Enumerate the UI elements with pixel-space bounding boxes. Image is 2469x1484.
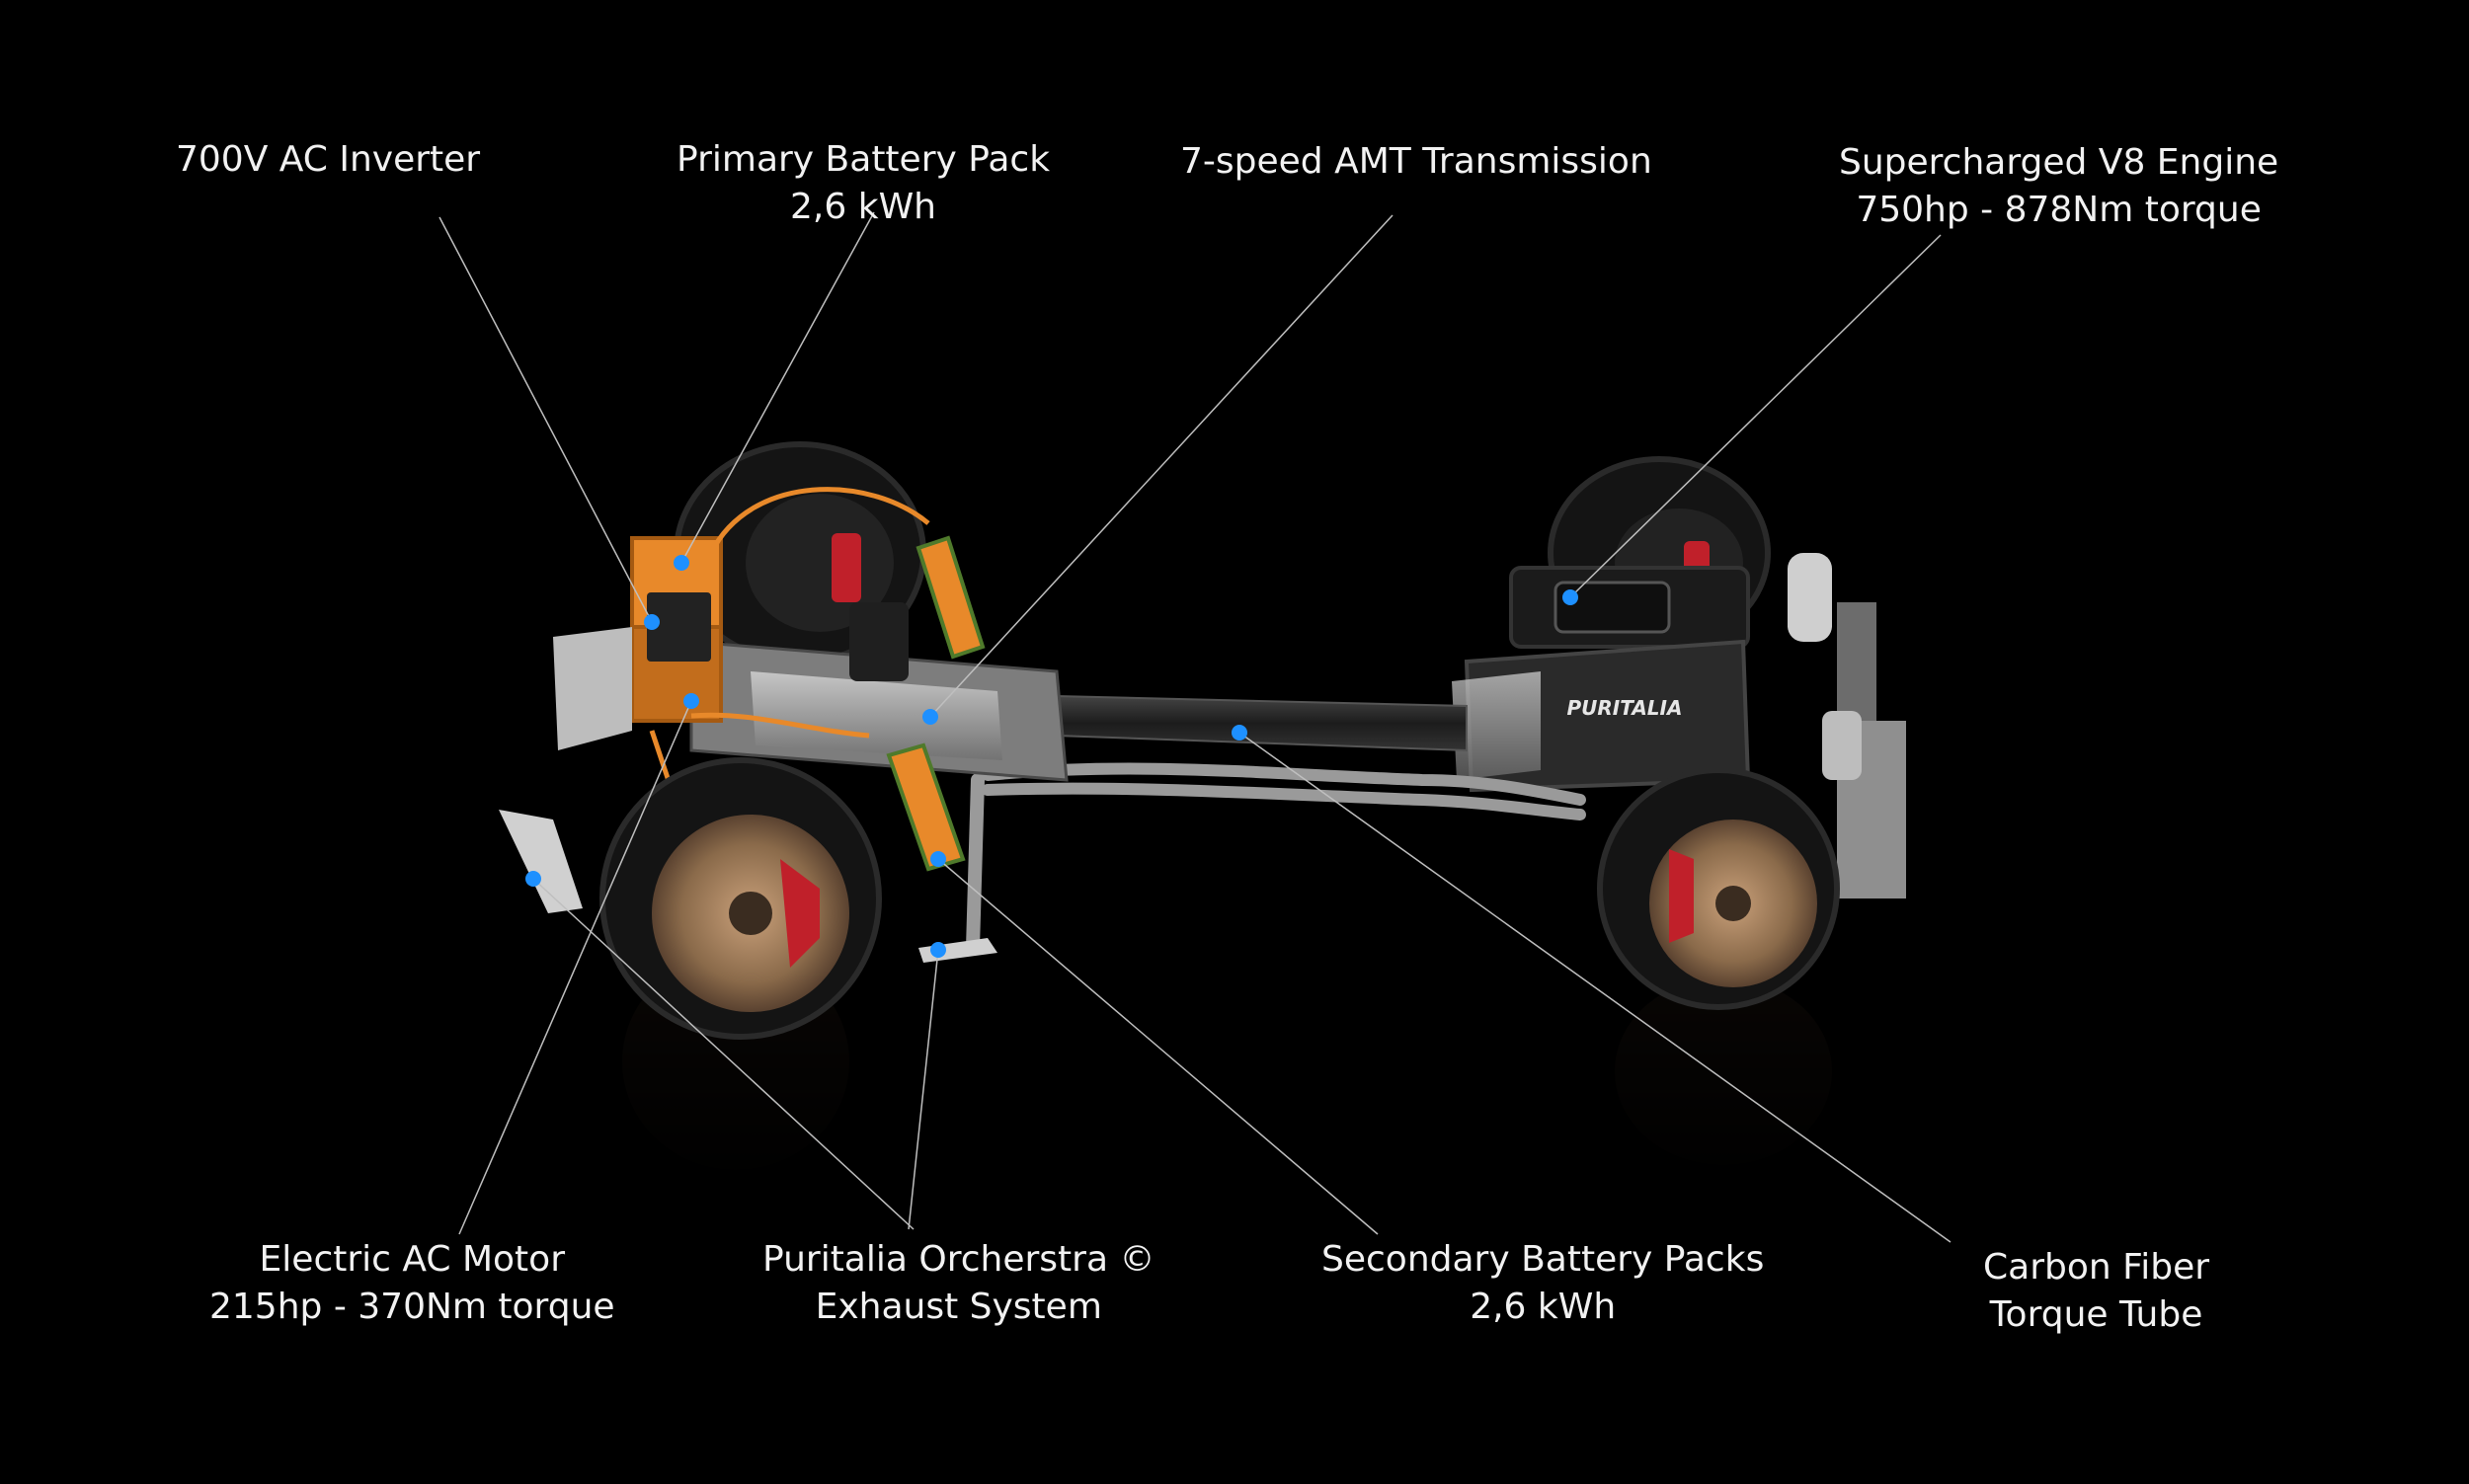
marker-dot-torque-tube <box>1232 725 1247 741</box>
label-primary-battery-pack: Primary Battery Pack 2,6 kWh <box>677 139 1051 227</box>
label-secondary-battery-packs: Secondary Battery Packs 2,6 kWh <box>1321 1239 1765 1327</box>
leader-lines <box>438 211 1951 1243</box>
engine-cover-logo: PURITALIA <box>1567 696 1683 720</box>
floor-reflection <box>0 953 2469 1205</box>
primary-battery-pack <box>630 536 723 723</box>
leader-line-exhaust-secondary <box>908 949 939 1230</box>
transaxle <box>689 602 1069 782</box>
carbon-torque-tube <box>1056 694 1468 752</box>
label-700v-ac-inverter: 700V AC Inverter <box>176 139 481 180</box>
leader-line-engine <box>1569 234 1942 598</box>
marker-dot-transmission <box>922 709 938 725</box>
leader-line-inverter <box>438 216 653 623</box>
marker-dot-secondary-battery <box>930 851 946 867</box>
marker-dot-exhaust-secondary <box>930 942 946 958</box>
front-right-wheel <box>1597 767 1840 1010</box>
leader-line-transmission <box>929 214 1394 718</box>
marker-dot-motor <box>683 693 699 709</box>
rear-crash-structure <box>499 627 997 963</box>
label-puritalia-orcherstra-exhaust: Puritalia Orcherstra © Exhaust System <box>762 1239 1155 1327</box>
leader-line-torque-tube <box>1238 732 1951 1243</box>
engine-frame: PURITALIA <box>1452 553 1906 898</box>
label-supercharged-v8-engine: Supercharged V8 Engine 750hp - 878Nm tor… <box>1839 142 2279 230</box>
marker-dot-inverter <box>644 614 660 630</box>
callout-markers <box>525 555 1578 958</box>
leader-line-motor <box>458 700 692 1235</box>
marker-dot-primary-battery <box>674 555 689 571</box>
leader-line-primary-battery <box>680 211 875 564</box>
leader-line-exhaust <box>532 878 915 1230</box>
label-electric-ac-motor: Electric AC Motor 215hp - 370Nm torque <box>209 1239 615 1327</box>
label-7-speed-amt-transmission: 7-speed AMT Transmission <box>1180 141 1652 182</box>
secondary-battery-pack-upper <box>916 535 986 660</box>
secondary-battery-pack-lower <box>886 742 966 872</box>
front-left-wheel <box>599 757 882 1040</box>
exhaust-pipes <box>966 762 1586 955</box>
leader-line-secondary-battery <box>937 858 1379 1235</box>
label-carbon-fiber-torque-tube: Carbon Fiber Torque Tube <box>1983 1247 2210 1335</box>
marker-dot-engine <box>1562 589 1578 605</box>
marker-dot-exhaust <box>525 871 541 887</box>
